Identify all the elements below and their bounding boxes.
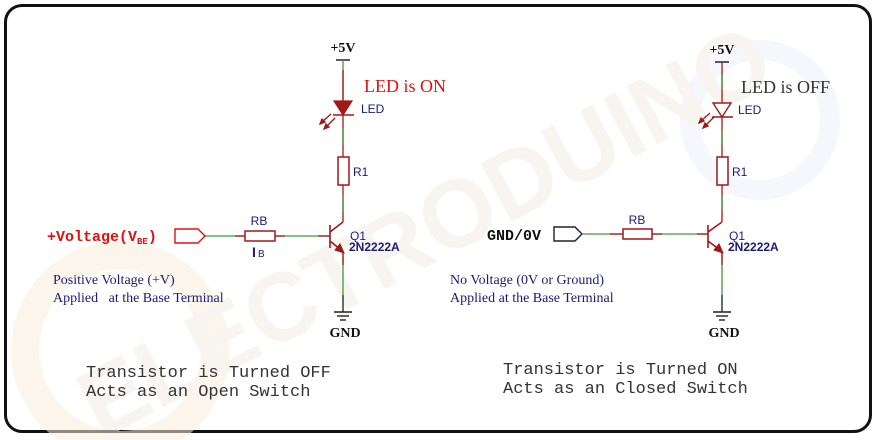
left-led-status: LED is ON (364, 76, 446, 96)
left-led-symbol (332, 100, 354, 117)
right-ground-label: GND (708, 326, 739, 341)
left-base-current-label: I B (252, 244, 265, 260)
left-led-light-icon (318, 113, 336, 131)
left-description-line1: Positive Voltage (+V) (53, 273, 175, 288)
right-input-label: GND/0V (487, 228, 541, 245)
right-led-light-icon (697, 112, 715, 130)
right-description-line2: Applied at the Base Terminal (450, 291, 614, 306)
right-caption-line1: Transistor is Turned ON (503, 361, 738, 380)
svg-text:B: B (258, 249, 265, 260)
left-transistor-name: Q1 (350, 229, 366, 243)
left-supply-label: +5V (330, 41, 355, 56)
left-transistor-part: 2N2222A (349, 240, 400, 254)
right-caption-line2: Acts as an Closed Switch (503, 380, 748, 399)
right-led-status: LED is OFF (741, 77, 830, 97)
left-caption-line1: Transistor is Turned OFF (86, 364, 331, 383)
right-ground-icon (713, 311, 731, 321)
svg-text:+Voltage(VBE): +Voltage(VBE) (47, 229, 157, 247)
right-transistor-part: 2N2222A (728, 240, 779, 254)
diagram-frame (4, 4, 872, 433)
left-ground-icon (334, 311, 352, 321)
left-description-line2: Applied at the Base Terminal (53, 291, 224, 306)
right-circuit: +5V LED LED is OFF R1 Q1 2N2222A (450, 43, 830, 399)
right-r1-resistor (716, 156, 729, 186)
watermark-ring-right (680, 40, 840, 200)
left-led-label: LED (361, 102, 385, 116)
svg-text:I: I (252, 244, 256, 260)
left-rb-label: RB (251, 214, 268, 228)
watermark-ring-left (11, 241, 229, 440)
right-description-line1: No Voltage (0V or Ground) (450, 273, 604, 288)
right-input-port (553, 226, 583, 242)
left-caption-line2: Acts as an Open Switch (86, 383, 310, 402)
right-rb-resistor (622, 228, 653, 240)
right-led-symbol (711, 102, 733, 119)
left-input-port (174, 228, 206, 244)
right-rb-label: RB (629, 213, 646, 227)
left-circuit: +5V LED LED is ON R1 Q1 2N2222A (47, 41, 446, 402)
right-led-label: LED (738, 103, 762, 117)
right-transistor-q1 (707, 221, 724, 254)
right-transistor-name: Q1 (729, 229, 745, 243)
left-input-label: +Voltage(VBE) (47, 229, 157, 247)
left-r1-resistor (337, 156, 350, 186)
right-r1-label: R1 (732, 165, 748, 179)
left-ground-label: GND (329, 326, 360, 341)
left-r1-label: R1 (353, 165, 369, 179)
left-rb-resistor (244, 230, 276, 242)
right-supply-label: +5V (709, 43, 734, 58)
